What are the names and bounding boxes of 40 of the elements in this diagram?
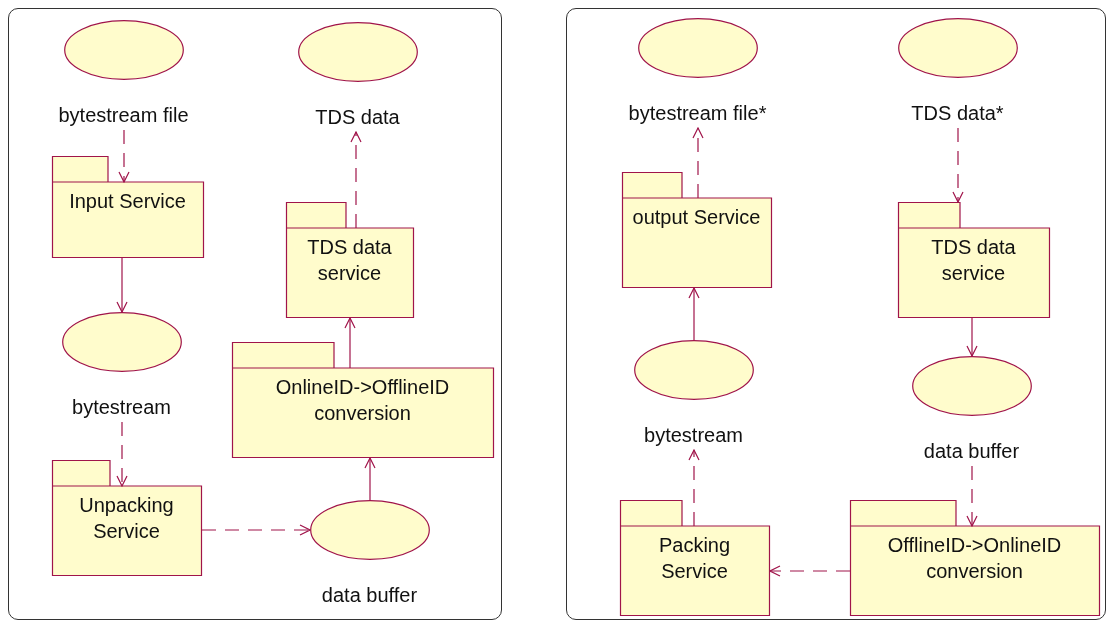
object-label: bytestream <box>71 394 172 420</box>
dependency-arrow <box>350 131 362 229</box>
object-label: TDS data <box>314 104 401 130</box>
package-label: TDS data service <box>930 234 1017 286</box>
dependency-arrow <box>118 129 130 183</box>
object-label: data buffer <box>922 438 1021 464</box>
dependency-arrow <box>952 127 964 203</box>
panel-frame <box>8 8 502 620</box>
dependency-arrow <box>966 465 978 527</box>
package-label: OfflineID->OnlineID conversion <box>886 532 1063 584</box>
object-ellipse <box>61 311 182 372</box>
package-label: Unpacking Service <box>78 492 175 544</box>
dependency-arrow <box>116 257 128 313</box>
object-ellipse <box>897 17 1018 78</box>
dependency-arrow <box>688 449 700 527</box>
object-ellipse <box>633 339 754 400</box>
object-ellipse <box>297 21 418 82</box>
dependency-arrow <box>344 317 356 369</box>
package-label: OnlineID->OfflineID conversion <box>274 374 451 426</box>
object-label: bytestream <box>643 422 744 448</box>
panel-frame <box>566 8 1106 620</box>
dependency-arrow <box>966 317 978 357</box>
package-label: output Service <box>631 204 762 230</box>
dependency-arrow <box>769 565 851 577</box>
object-label: data buffer <box>320 582 419 608</box>
package-label: TDS data service <box>306 234 393 286</box>
object-label: bytestream file <box>57 102 190 128</box>
dependency-arrow <box>692 127 704 199</box>
dependency-arrow <box>116 421 128 487</box>
package-label: Packing Service <box>657 532 732 584</box>
object-ellipse <box>637 17 758 78</box>
dependency-arrow <box>201 524 311 536</box>
object-ellipse <box>911 355 1032 416</box>
dependency-arrow <box>364 457 376 501</box>
object-ellipse <box>309 499 430 560</box>
object-label: bytestream file* <box>627 100 768 126</box>
object-ellipse <box>63 19 184 80</box>
package-label: Input Service <box>68 188 187 214</box>
object-label: TDS data* <box>910 100 1005 126</box>
dependency-arrow <box>688 287 700 341</box>
